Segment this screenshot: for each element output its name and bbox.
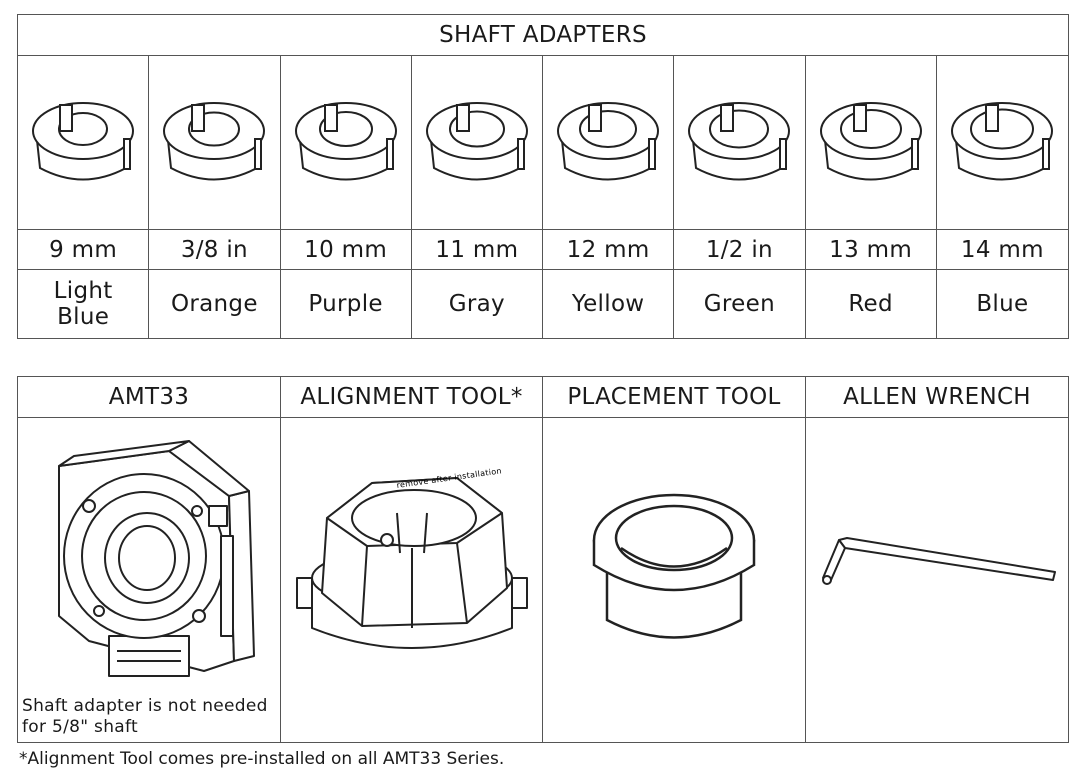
shaft-adapter-icon — [557, 101, 660, 180]
adapter-color: Green — [674, 270, 806, 338]
header-amt33: AMT33 — [18, 377, 281, 418]
adapter-color: Blue — [976, 291, 1029, 317]
adapter-size: 13 mm — [805, 230, 937, 270]
adapter-image-cell — [18, 56, 150, 230]
adapter-color: Red — [806, 270, 937, 338]
shaft-adapter-icon — [163, 101, 266, 180]
shaft-adapter-icon — [32, 101, 135, 180]
adapter-size: 14 mm — [936, 230, 1068, 270]
header-alignment-tool: ALIGNMENT TOOL* — [281, 377, 543, 418]
adapter-image-cell — [280, 56, 412, 230]
adapter-image-cell — [936, 56, 1068, 230]
shaft-adapter-icon — [951, 101, 1054, 180]
amt33-cell: Shaft adapter is not needed for 5/8" sha… — [18, 418, 281, 742]
amt33-note: Shaft adapter is not needed for 5/8" sha… — [22, 696, 268, 737]
header-allen-wrench: ALLEN WRENCH — [806, 377, 1068, 418]
shaft-adapters-table: SHAFT ADAPTERS — [17, 14, 1069, 339]
shaft-adapter-icon — [294, 101, 397, 180]
footnote: *Alignment Tool comes pre-installed on a… — [19, 749, 505, 769]
adapter-image-cell — [805, 56, 937, 230]
adapter-size: 11 mm — [411, 230, 543, 270]
adapter-color: Purple — [281, 270, 412, 338]
placement-tool-cell — [543, 418, 806, 742]
components-table: AMT33 ALIGNMENT TOOL* PLACEMENT TOOL ALL… — [17, 376, 1069, 743]
shaft-adapter-icon — [425, 101, 528, 180]
header-placement-tool: PLACEMENT TOOL — [543, 377, 806, 418]
alignment-tool-cell: remove after installation — [281, 418, 543, 742]
adapter-color: Gray — [412, 270, 543, 338]
shaft-adapters-title: SHAFT ADAPTERS — [18, 15, 1068, 56]
alignment-tool-icon: remove after installation — [295, 466, 528, 649]
adapter-image-cell — [149, 56, 281, 230]
adapter-color: Orange — [149, 270, 281, 338]
adapter-color: Yellow — [543, 270, 675, 338]
adapter-color: Light Blue — [18, 270, 150, 338]
adapter-image-cell — [674, 56, 806, 230]
adapter-image-cell — [543, 56, 675, 230]
adapter-size: 3/8 in — [149, 230, 281, 270]
adapter-image-cell — [411, 56, 543, 230]
encoder-icon — [58, 440, 255, 677]
shaft-adapter-icon — [688, 101, 791, 180]
allen-wrench-icon — [822, 537, 1056, 585]
shaft-adapter-icon — [819, 101, 922, 180]
adapter-size: 12 mm — [543, 230, 675, 270]
adapter-size: 10 mm — [280, 230, 412, 270]
allen-wrench-cell — [806, 418, 1068, 742]
adapter-size: 1/2 in — [674, 230, 806, 270]
placement-tool-icon — [592, 493, 756, 639]
adapter-size: 9 mm — [18, 230, 150, 270]
